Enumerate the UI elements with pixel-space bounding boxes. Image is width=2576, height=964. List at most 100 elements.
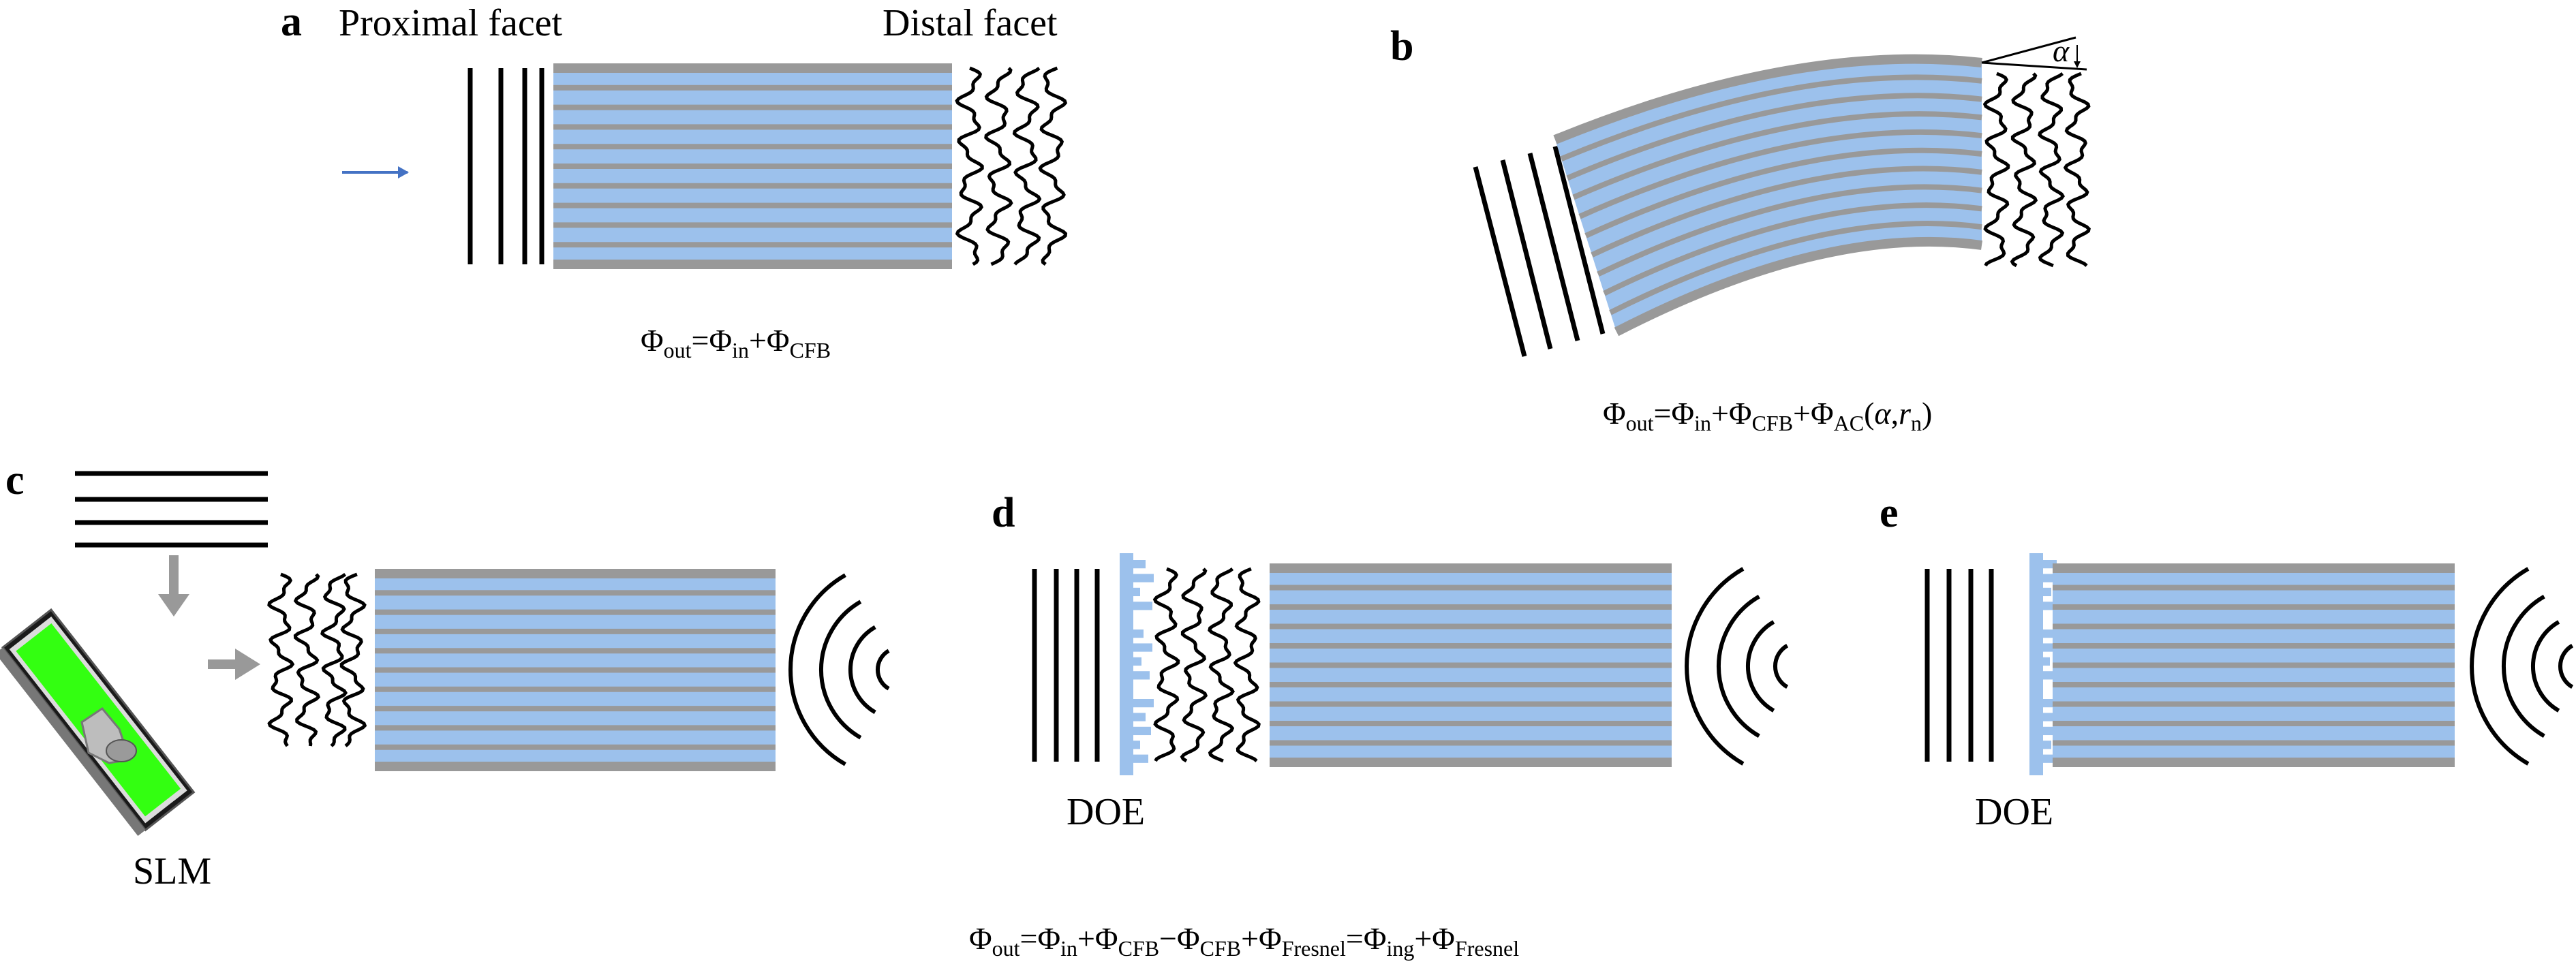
distorted-wavefront xyxy=(955,66,984,266)
distorted-wavefronts xyxy=(267,572,367,747)
plane-wavefronts xyxy=(1032,569,1100,762)
focusing-wavefront xyxy=(818,600,862,740)
equation-bottom: Φout=Φin+ΦCFB−ΦCFB+ΦFresnel=Φing+ΦFresne… xyxy=(969,921,1519,961)
equation-term: , xyxy=(1891,396,1899,431)
focusing-wavefronts xyxy=(788,573,890,766)
fiber-cladding-line xyxy=(1584,147,1982,238)
panel-letter-d: d xyxy=(992,490,1015,536)
doe-plate xyxy=(1120,553,1133,775)
fiber-cladding-line xyxy=(1566,93,1982,181)
equation-subscript: in xyxy=(1060,936,1077,961)
equation-subscript: out xyxy=(992,936,1020,961)
distorted-wavefront xyxy=(2010,72,2038,268)
distorted-wavefronts xyxy=(1152,567,1261,763)
doe-label-d: DOE xyxy=(1067,791,1145,833)
doe-tooth xyxy=(1133,602,1152,610)
fiber-cladding-line xyxy=(1591,166,1982,258)
equation-subscript: AC xyxy=(1834,411,1864,435)
focusing-wavefront xyxy=(2558,643,2574,689)
equation-subscript: Fresnel xyxy=(1455,936,1519,961)
plane-wavefronts xyxy=(1925,569,1994,762)
fiber-cladding-line xyxy=(1572,111,1982,200)
focusing-wavefront xyxy=(2501,594,2545,738)
doe-tooth xyxy=(1133,671,1150,680)
fiber-cladding-line xyxy=(1614,236,1982,337)
doe-tooth xyxy=(1133,587,1140,597)
incident-arrow-head xyxy=(398,166,409,178)
plane-wavefronts xyxy=(467,68,545,264)
doe-tooth xyxy=(1133,574,1154,582)
doe-plate xyxy=(2029,553,2043,775)
slm-label: SLM xyxy=(133,850,211,892)
plane-wavefront xyxy=(1527,153,1580,341)
doe-tooth xyxy=(2043,629,2054,638)
fiber-cladding-line xyxy=(1603,202,1982,296)
panel-e: e DOE xyxy=(1880,490,2574,833)
distorted-wavefront xyxy=(1180,567,1208,763)
fiber-bundle xyxy=(375,569,776,771)
focusing-wavefront xyxy=(1685,567,1745,766)
doe-tooth xyxy=(2043,741,2051,749)
equation-term: =Φ xyxy=(1346,921,1387,956)
doe-tooth xyxy=(2043,713,2055,721)
gray-arrow-down xyxy=(158,555,189,617)
equation-term: −Φ xyxy=(1159,921,1200,956)
equation-subscript: CFB xyxy=(1118,936,1159,961)
distorted-wavefronts xyxy=(955,66,1068,266)
doe-tooth xyxy=(1133,560,1146,569)
distorted-wavefronts xyxy=(1982,72,2091,268)
panel-letter-b: b xyxy=(1390,23,1413,69)
equation-term: =Φ xyxy=(1654,396,1695,431)
equation-term: =Φ xyxy=(692,323,733,358)
fiber-bundle xyxy=(553,63,952,269)
doe-tooth xyxy=(1133,699,1154,708)
focusing-wavefront xyxy=(1773,643,1789,689)
equation-term: +Φ xyxy=(1077,921,1118,956)
panel-c: c SLM xyxy=(0,457,890,892)
bend-angle-indicator: α xyxy=(1981,33,2087,71)
distorted-wavefront xyxy=(1208,567,1235,763)
equation-subscript: Fresnel xyxy=(1282,936,1346,961)
equation-italic-symbol: α xyxy=(1874,396,1891,431)
panel-d: d DOE xyxy=(992,490,1789,833)
distorted-wavefront xyxy=(1233,567,1261,762)
plane-wavefront xyxy=(1473,166,1527,357)
equation-subscript: in xyxy=(732,338,749,362)
doe-tooth xyxy=(1133,741,1140,749)
focusing-wavefront xyxy=(1745,620,1775,713)
panel-a: a Proximal facet Distal facet Φout=Φin+Φ… xyxy=(281,0,1068,362)
gray-arrow-right xyxy=(208,649,260,680)
equation-term: =Φ xyxy=(1020,921,1061,956)
distorted-wavefront xyxy=(320,572,348,747)
equation-subscript: in xyxy=(1694,411,1711,435)
equation-subscript: CFB xyxy=(1200,936,1241,961)
equation-term: ( xyxy=(1864,396,1874,431)
equation-term: +Φ xyxy=(749,323,790,358)
doe-label-e: DOE xyxy=(1975,791,2053,833)
distorted-wavefront xyxy=(2038,72,2065,268)
doe-tooth xyxy=(1133,754,1148,763)
panel-letter-a: a xyxy=(281,0,302,45)
doe-tooth xyxy=(2043,587,2051,597)
equation-subscript: out xyxy=(1626,411,1654,435)
distal-facet-label: Distal facet xyxy=(883,2,1058,44)
distorted-wavefront xyxy=(339,572,367,747)
equation-term: +Φ xyxy=(1414,921,1455,956)
equation-term: +Φ xyxy=(1711,396,1752,431)
tilted-plane-wavefronts xyxy=(1473,146,1606,357)
distorted-wavefront xyxy=(267,572,295,747)
focusing-wavefront xyxy=(788,573,846,766)
bent-fiber-bundle xyxy=(1553,54,1982,337)
focusing-wavefront xyxy=(1716,594,1760,738)
doe-tooth xyxy=(1133,629,1144,638)
equation-term: Φ xyxy=(969,921,992,956)
equation-subscript: ing xyxy=(1386,936,1414,961)
distorted-wavefront xyxy=(293,573,321,747)
equation-subscript: out xyxy=(664,338,692,362)
fiber-cladding-line xyxy=(1597,184,1982,277)
distorted-wavefront xyxy=(1152,567,1180,762)
slm-device xyxy=(0,608,196,836)
doe-tooth xyxy=(1133,713,1146,721)
focusing-wavefront xyxy=(2470,567,2530,766)
